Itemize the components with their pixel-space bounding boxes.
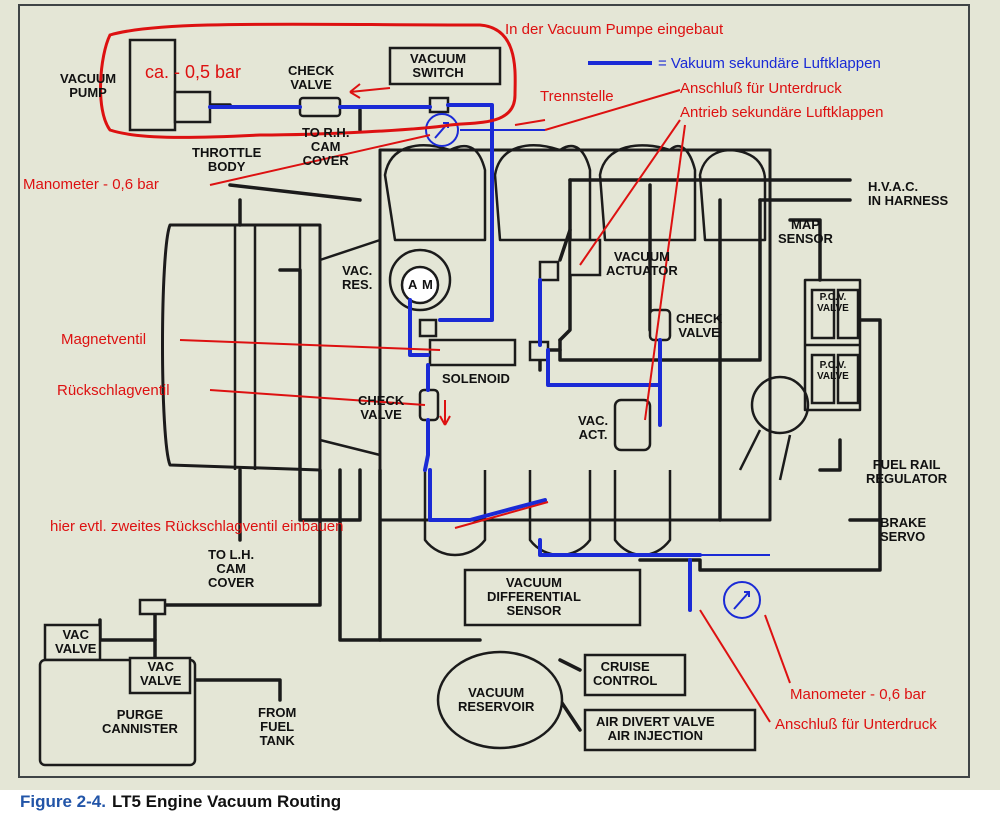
label-map-sensor: MAP SENSOR (778, 217, 833, 246)
blue-manometers (425, 113, 770, 619)
vacuum-switch-box (388, 46, 502, 86)
figure-frame (18, 4, 970, 778)
engine-outline (161, 144, 862, 557)
figure-caption: Figure 2-4. LT5 Engine Vacuum Routing (20, 792, 341, 812)
annotation-eingebaut: In der Vacuum Pumpe eingebaut (505, 21, 724, 38)
small-filter (138, 598, 167, 616)
vacuum-routing-drawing (38, 22, 882, 767)
label-pcv-valve-2: P.C.V. VALVE (817, 360, 849, 382)
components (38, 38, 860, 767)
blue-vacuum-lines (208, 103, 702, 612)
label-check-valve-top: CHECK VALVE (288, 63, 335, 92)
label-air-divert: AIR DIVERT VALVE AIR INJECTION (596, 714, 715, 743)
label-solenoid: SOLENOID (442, 371, 510, 386)
gauge-m-letter: M (422, 277, 433, 292)
annotation-rueckschlagventil: Rückschlagventil (57, 382, 170, 399)
label-vacuum-differential-sensor: VACUUM DIFFERENTIAL SENSOR (487, 575, 581, 618)
figure-title: LT5 Engine Vacuum Routing (111, 792, 342, 811)
annotation-antrieb: Antrieb sekundäre Luftklappen (680, 104, 884, 121)
label-purge-cannister: PURGE CANNISTER (102, 707, 178, 736)
vacuum-switch-port (428, 96, 450, 114)
label-vacuum-reservoir: VACUUM RESERVOIR (458, 685, 535, 714)
label-brake-servo: BRAKE SERVO (880, 515, 927, 544)
annotation-zweites: hier evtl. zweites Rückschlagventil einb… (50, 518, 344, 535)
label-check-valve-right: CHECK VALVE (676, 311, 723, 340)
annotation-legend-blue: = Vakuum sekundäre Luftklappen (658, 55, 881, 72)
solenoid-port (418, 318, 438, 338)
vac-res-gauge-inner (400, 265, 440, 305)
pcv-valve-4 (836, 353, 860, 405)
annotation-anschluss-top: Anschluß für Unterdruck (680, 80, 842, 97)
label-vacuum-actuator: VACUUM ACTUATOR (606, 249, 678, 278)
solenoid-box (428, 338, 517, 367)
annotation-manometer-bottom: Manometer - 0,6 bar (790, 686, 926, 703)
annotation-manometer-top: Manometer - 0,6 bar (23, 176, 159, 193)
label-vacuum-switch: VACUUM SWITCH (410, 51, 467, 80)
vacuum-reservoir-body (436, 650, 564, 750)
annotation-anschluss-bottom: Anschluß für Unterdruck (775, 716, 937, 733)
vac-act-canister (613, 398, 652, 452)
annotation-ca-bar: ca. - 0,5 bar (145, 62, 242, 82)
label-throttle-body: THROTTLE BODY (192, 145, 262, 174)
label-hvac: H.V.A.C. IN HARNESS (868, 179, 949, 208)
gauge-a-letter: A (408, 277, 418, 292)
pcv-valve-3 (810, 353, 836, 405)
vacuum-pump-outlet (173, 90, 212, 124)
label-from-fuel-tank: FROM FUEL TANK (258, 705, 297, 748)
top-check-valve (298, 96, 342, 118)
label-pcv-valve-1: P.C.V. VALVE (817, 292, 849, 314)
red-annotations (99, 22, 791, 723)
label-vac-valve-inner: VAC VALVE (140, 659, 182, 688)
label-check-valve-mid: CHECK VALVE (358, 393, 405, 422)
figure-number: Figure 2-4. (20, 792, 106, 811)
pcv-valve-1 (810, 288, 836, 340)
label-vac-res: VAC. RES. (342, 263, 373, 292)
vac-valve-left-box (43, 623, 102, 662)
vacuum-actuator-port (538, 260, 560, 282)
vac-valve-inner-box (128, 656, 192, 695)
label-vac-valve-left: VAC VALVE (55, 627, 97, 656)
black-hoses (98, 103, 882, 732)
label-vac-act: VAC. ACT. (578, 413, 609, 442)
label-to-rh-cam-cover: TO R.H. CAM COVER (302, 125, 350, 168)
label-vacuum-pump: VACUUM PUMP (60, 71, 117, 100)
pcv-valve-2 (836, 288, 860, 340)
label-cruise-control: CRUISE CONTROL (593, 659, 658, 688)
vacuum-differential-sensor-box (463, 568, 642, 627)
label-fuel-rail-regulator: FUEL RAIL REGULATOR (866, 457, 948, 486)
annotation-trennstelle: Trennstelle (540, 88, 614, 105)
label-to-lh-cam-cover: TO L.H. CAM COVER (208, 547, 255, 590)
vacuum-pump-body (128, 38, 177, 132)
annotation-magnetventil: Magnetventil (61, 331, 147, 348)
air-divert-box (583, 708, 757, 752)
cruise-control-box (583, 653, 687, 697)
